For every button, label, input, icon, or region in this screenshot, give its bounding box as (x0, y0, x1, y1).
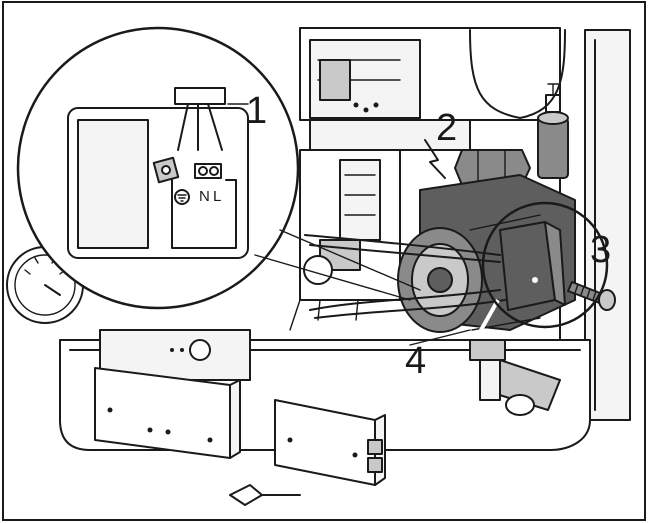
terminal-label-line: L (213, 188, 221, 205)
callout-2: 2 (436, 107, 457, 149)
screw-icon (567, 281, 616, 311)
boiler-back-panel (299, 27, 566, 151)
callout-3: 3 (590, 229, 611, 271)
callout-leaders (227, 103, 471, 346)
front-cover-left (94, 367, 241, 459)
bottom-bracket (229, 484, 301, 506)
spring-clip (424, 139, 446, 179)
detail-circle-terminal (16, 26, 421, 310)
front-cover-right (274, 399, 386, 486)
earth-symbol-icon (174, 189, 190, 205)
pump-terminal-box (499, 221, 566, 311)
terminal-label-neutral: N (199, 188, 210, 205)
detail-circle-terminal-box (481, 201, 609, 329)
callout-4: 4 (405, 340, 426, 382)
air-vent (537, 83, 569, 179)
callout-1: 1 (246, 90, 267, 132)
outlet-pipes (469, 339, 561, 416)
